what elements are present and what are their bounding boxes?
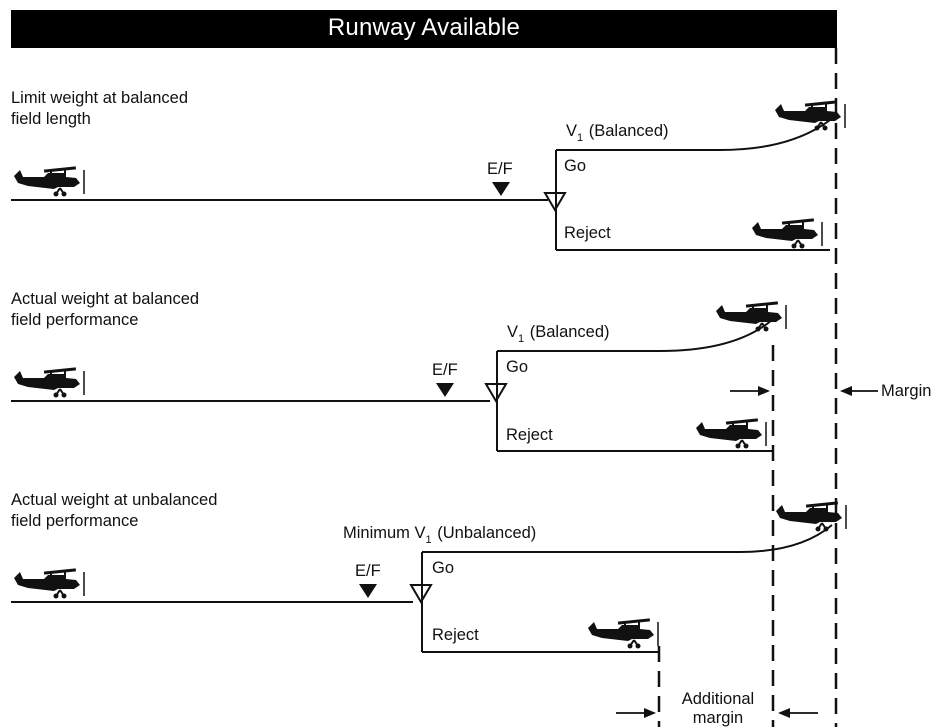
ef-label-3: E/F <box>355 562 381 580</box>
v1-subscript: 1 <box>518 333 525 345</box>
v1-label-1: V1 (Balanced) <box>566 121 669 144</box>
ef-marker-icon <box>492 182 510 196</box>
arrow-icon <box>778 708 790 718</box>
scenario-3-title: Actual weight at unbalanced field perfor… <box>11 490 311 532</box>
v1-subscript: 1 <box>425 534 432 546</box>
scenario-3-title-line2: field performance <box>11 512 139 530</box>
scenario-2-title: Actual weight at balanced field performa… <box>11 289 311 331</box>
scenario-2 <box>11 300 787 452</box>
scenario-1 <box>11 99 846 251</box>
v1-prefix: V <box>566 122 578 140</box>
reject-label-2: Reject <box>506 426 553 444</box>
reject-label-1: Reject <box>564 224 611 242</box>
arrow-icon <box>758 386 770 396</box>
v1-suffix: (Balanced) <box>588 122 669 140</box>
additional-margin-line2: margin <box>692 709 744 727</box>
ef-marker-icon <box>359 584 377 598</box>
arrow-icon <box>644 708 656 718</box>
airplane-icon <box>695 417 767 450</box>
airplane-icon <box>774 99 846 132</box>
margin-arrows <box>730 386 878 396</box>
v1-prefix: V <box>507 323 519 341</box>
arrow-icon <box>840 386 852 396</box>
banner-title: Runway Available <box>327 14 521 41</box>
additional-margin-arrows <box>616 708 818 718</box>
airplane-icon <box>715 300 787 333</box>
additional-margin-line1: Additional <box>681 690 755 708</box>
v1-label-2: V1 (Balanced) <box>507 322 610 345</box>
additional-margin-label: Additional margin <box>666 690 770 728</box>
runway-available-banner: Runway Available <box>11 10 837 48</box>
scenario-1-title: Limit weight at balanced field length <box>11 88 311 130</box>
scenario-2-title-line2: field performance <box>11 311 139 329</box>
airplane-icon <box>13 567 85 600</box>
scenario-3 <box>11 500 847 653</box>
go-label-1: Go <box>564 157 587 175</box>
margin-label: Margin <box>881 382 932 400</box>
ef-label-1: E/F <box>487 160 513 178</box>
airplane-icon <box>13 165 85 198</box>
airplane-icon <box>13 366 85 399</box>
scenario-1-title-line1: Limit weight at balanced <box>11 89 189 107</box>
scenario-1-title-line2: field length <box>11 110 91 128</box>
scenario-2-title-line1: Actual weight at balanced <box>11 290 200 308</box>
go-label-3: Go <box>432 559 455 577</box>
go-label-2: Go <box>506 358 529 376</box>
v1-suffix: (Unbalanced) <box>437 524 537 542</box>
reject-label-3: Reject <box>432 626 479 644</box>
scenario-3-title-line1: Actual weight at unbalanced <box>11 491 218 509</box>
v1-prefix: Minimum V <box>343 524 426 542</box>
ef-label-2: E/F <box>432 361 458 379</box>
v1-label-3: Minimum V1 (Unbalanced) <box>343 523 536 546</box>
v1-subscript: 1 <box>577 132 584 144</box>
ef-marker-icon <box>436 383 454 397</box>
airplane-icon <box>751 217 823 250</box>
airplane-icon <box>587 617 659 650</box>
v1-suffix: (Balanced) <box>529 323 610 341</box>
